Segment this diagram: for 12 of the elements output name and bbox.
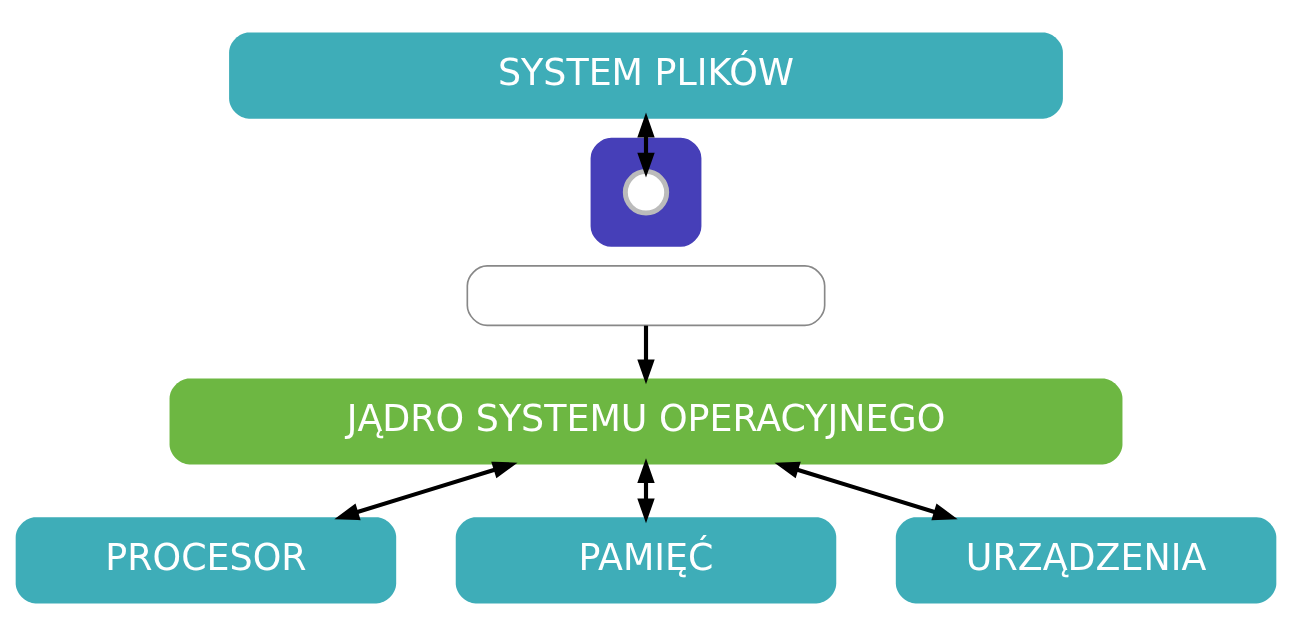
node-box: JĄDRO SYSTEMU OPERACYJNEGO: [169, 377, 1123, 464]
node-box: SYSTEM PLIKÓW: [229, 32, 1063, 119]
arrow: [334, 461, 518, 520]
node-box: PROCESOR: [15, 516, 397, 603]
arrow: [774, 461, 958, 520]
arrow: [637, 112, 655, 178]
arrow: [637, 457, 655, 523]
node-box: [466, 264, 826, 326]
node-box: PAMIĘĆ: [455, 516, 837, 603]
node-circle: [622, 168, 670, 215]
node-box: URZĄDZENIA: [895, 516, 1277, 603]
arrow: [637, 325, 655, 384]
